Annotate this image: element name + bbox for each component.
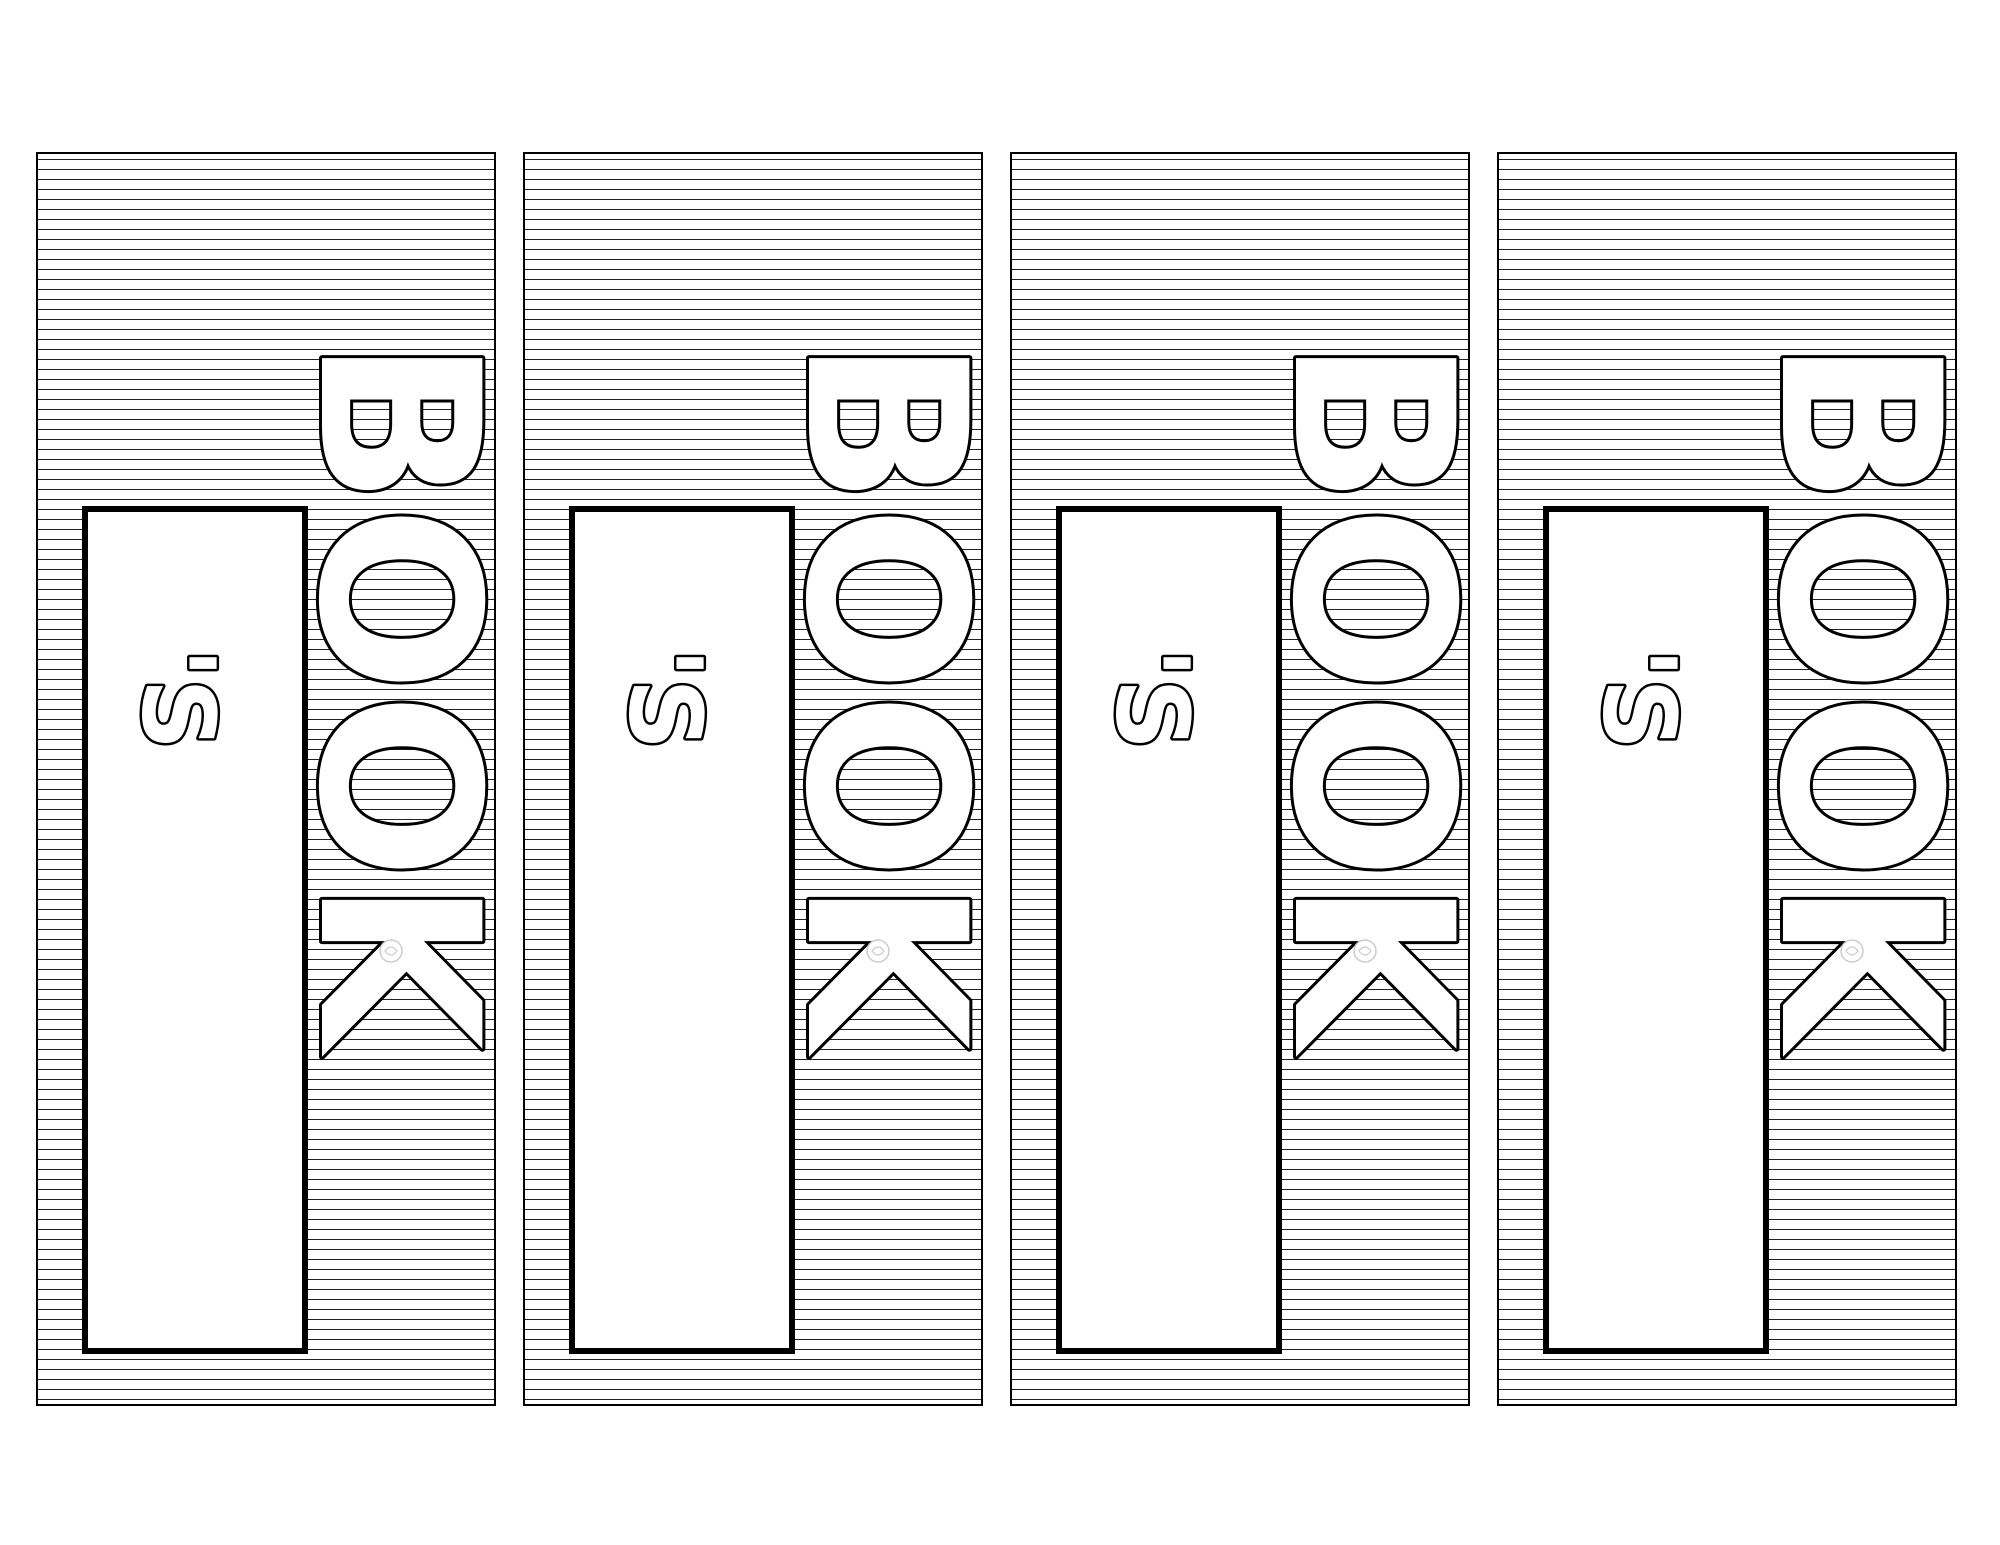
faint-logo-icon	[1353, 939, 1377, 963]
name-write-box[interactable]	[569, 506, 795, 1354]
bookmark-3: BOOK 'S	[1010, 152, 1470, 1406]
bookmark-title: BOOK	[757, 338, 983, 1058]
name-write-box[interactable]	[82, 506, 308, 1354]
bookmark-possessive: 'S	[607, 648, 724, 751]
name-write-box[interactable]	[1543, 506, 1769, 1354]
bookmark-title: BOOK	[270, 338, 496, 1058]
bookmark-2: BOOK 'S	[523, 152, 983, 1406]
bookmark-title-art: BOOK 'S	[604, 335, 983, 1061]
bookmark-possessive: 'S	[1094, 648, 1211, 751]
faint-logo-icon	[1840, 939, 1864, 963]
bookmark-title-art: BOOK 'S	[1578, 335, 1957, 1061]
bookmark-possessive: 'S	[1581, 648, 1698, 751]
faint-logo-icon	[379, 939, 403, 963]
bookmark-title: BOOK	[1244, 338, 1470, 1058]
bookmark-possessive: 'S	[120, 648, 237, 751]
name-write-box[interactable]	[1056, 506, 1282, 1354]
bookmark-4: BOOK 'S	[1497, 152, 1957, 1406]
faint-logo-icon	[866, 939, 890, 963]
bookmark-title-art: BOOK 'S	[1091, 335, 1470, 1061]
bookmark-title: BOOK	[1731, 338, 1957, 1058]
bookmark-title-art: BOOK 'S	[117, 335, 496, 1061]
bookmark-1: BOOK 'S	[36, 152, 496, 1406]
